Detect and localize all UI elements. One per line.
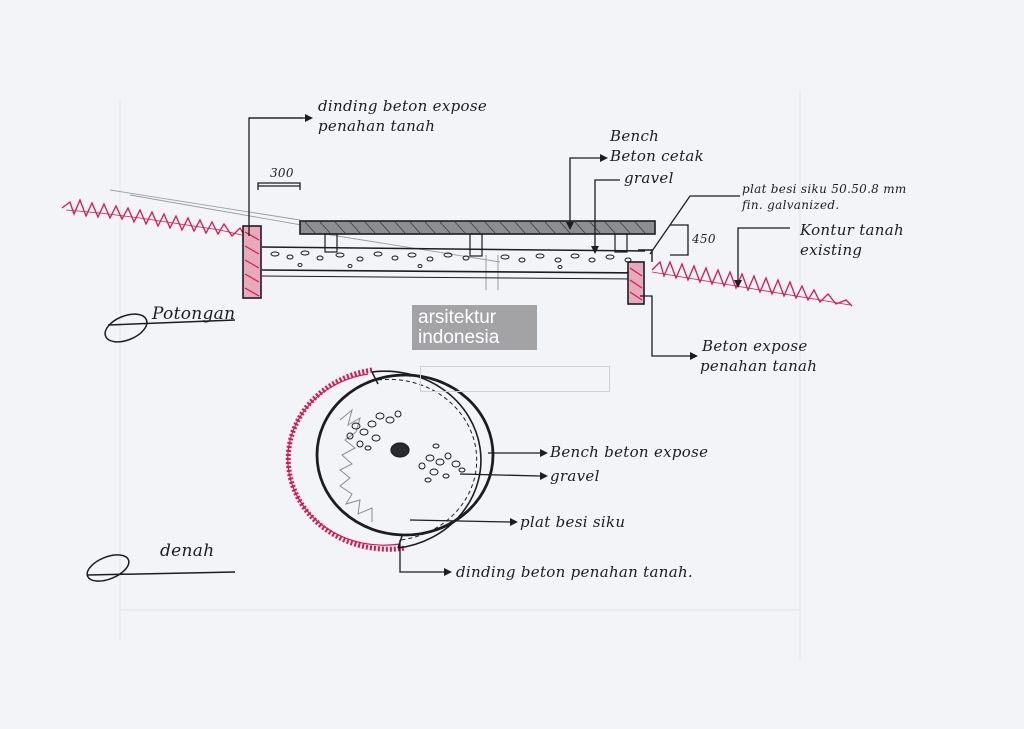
label-plan-wall: dinding beton penahan tanah. [456, 563, 693, 581]
plan-ring [285, 367, 495, 552]
label-bench-material: Beton cetak [610, 147, 705, 165]
label-contour-2: existing [800, 241, 863, 259]
label-concrete-bottom: Beton expose [702, 337, 808, 355]
label-dimension-height: 450 [692, 232, 716, 246]
plan-leaders [399, 452, 541, 573]
plan-title: denah [160, 541, 215, 561]
existing-slope-lines [109, 189, 501, 263]
label-bench: Bench [610, 127, 660, 145]
watermark-logo: arsitektur indonesia [412, 305, 537, 350]
watermark-line-2: indonesia [418, 327, 500, 348]
ground-hatch-right [651, 260, 853, 307]
retaining-wall-right [627, 249, 653, 305]
label-retaining-wall-2: penahan tanah [318, 117, 436, 135]
section-title-mark [104, 313, 236, 343]
label-plan-gravel: gravel [550, 467, 600, 485]
label-retaining-wall: dinding beton expose [318, 97, 488, 115]
label-plan-bench: Bench beton expose [550, 443, 709, 461]
retaining-wall-left [242, 225, 262, 299]
plan-arrowheads [444, 449, 548, 576]
label-gravel-section: gravel [624, 169, 674, 187]
label-contour: Kontur tanah [800, 221, 904, 239]
paper-ghost-lines [119, 90, 801, 660]
gravel-bed [261, 246, 646, 280]
label-plate-finish: fin. galvanized. [742, 198, 840, 212]
label-concrete-bottom-2: penahan tanah [700, 357, 818, 375]
plan-title-mark [86, 554, 236, 582]
watermark-frame [420, 366, 610, 392]
label-dimension-width: 300 [270, 166, 294, 180]
section-title: Potongan [152, 304, 236, 324]
label-plan-plate: plat besi siku [520, 513, 626, 531]
label-plate: plat besi siku 50.50.8 mm [742, 182, 907, 196]
watermark-line-1: arsitektur [418, 307, 497, 328]
bench-slab [299, 220, 656, 290]
section-arrowheads [305, 114, 742, 360]
section-leaders [248, 117, 790, 357]
ground-hatch-left [61, 198, 247, 239]
